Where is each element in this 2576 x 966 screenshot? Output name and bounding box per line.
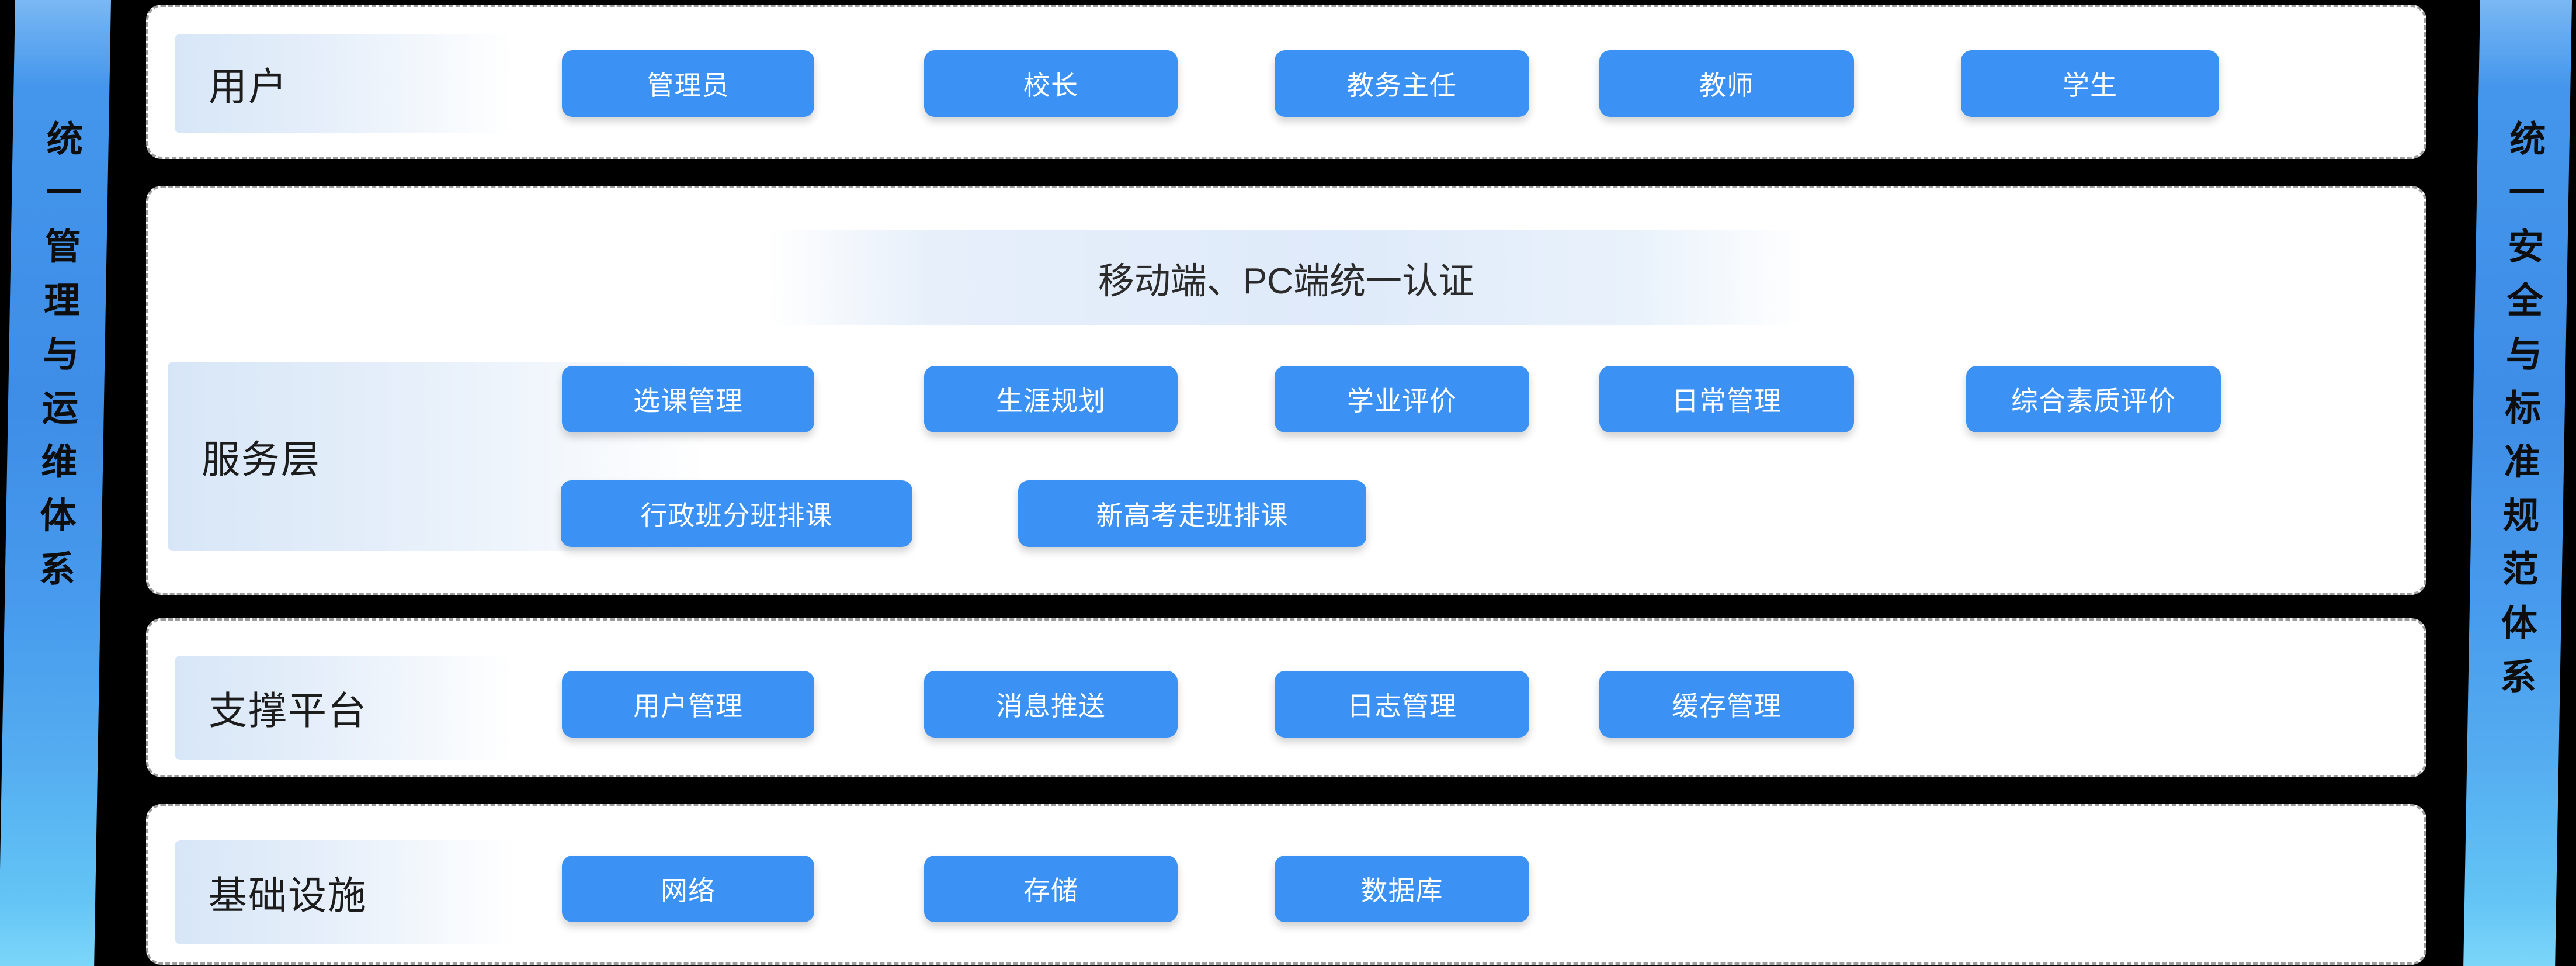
module-button-message-push[interactable]: 消息推送 (924, 671, 1178, 738)
layer-label-service-text: 服务层 (202, 438, 321, 481)
module-button-career-planning[interactable]: 生涯规划 (924, 366, 1178, 432)
layer-label-users: 用户 (175, 34, 513, 133)
layer-label-infrastructure: 基础设施 (175, 840, 516, 944)
left-ribbon: 统一管理与运维体系 (0, 0, 112, 966)
module-button-principal[interactable]: 校长 (924, 50, 1178, 117)
layer-label-users-text: 用户 (209, 65, 288, 108)
layer-card-service: 移动端、PC端统一认证 服务层 选课管理 生涯规划 学业评价 日常管理 综合素质… (146, 186, 2426, 595)
module-button-daily-management[interactable]: 日常管理 (1599, 366, 1854, 432)
layer-label-support-text: 支撑平台 (209, 689, 367, 732)
module-button-storage[interactable]: 存储 (924, 856, 1178, 922)
unified-auth-banner-text: 移动端、PC端统一认证 (1098, 261, 1475, 302)
module-button-admin[interactable]: 管理员 (562, 50, 814, 117)
module-button-user-management[interactable]: 用户管理 (562, 671, 814, 738)
layer-card-support: 支撑平台 用户管理 消息推送 日志管理 缓存管理 (146, 618, 2426, 777)
right-ribbon: 统一安全与标准规范体系 (2463, 0, 2572, 966)
layer-card-users: 用户 管理员 校长 教务主任 教师 学生 (146, 5, 2426, 159)
module-button-class-scheduling[interactable]: 行政班分班排课 (561, 480, 912, 547)
right-ribbon-label: 统一安全与标准规范体系 (2494, 120, 2544, 711)
left-ribbon-label: 统一管理与运维体系 (32, 120, 82, 604)
module-button-student[interactable]: 学生 (1961, 50, 2219, 117)
module-button-network[interactable]: 网络 (562, 856, 814, 922)
module-button-quality-eval[interactable]: 综合素质评价 (1966, 366, 2221, 432)
module-button-database[interactable]: 数据库 (1275, 856, 1529, 922)
module-button-dean[interactable]: 教务主任 (1275, 50, 1529, 117)
unified-auth-banner: 移动端、PC端统一认证 (766, 230, 1806, 325)
module-button-gaokao-scheduling[interactable]: 新高考走班排课 (1018, 480, 1366, 547)
layer-card-infrastructure: 基础设施 网络 存储 数据库 (146, 804, 2426, 965)
module-button-course-selection[interactable]: 选课管理 (562, 366, 814, 432)
layer-label-support: 支撑平台 (175, 656, 513, 760)
layer-label-infrastructure-text: 基础设施 (209, 874, 367, 917)
module-button-log-management[interactable]: 日志管理 (1275, 671, 1529, 738)
module-button-cache-management[interactable]: 缓存管理 (1599, 671, 1854, 738)
module-button-academic-eval[interactable]: 学业评价 (1275, 366, 1529, 432)
module-button-teacher[interactable]: 教师 (1599, 50, 1854, 117)
